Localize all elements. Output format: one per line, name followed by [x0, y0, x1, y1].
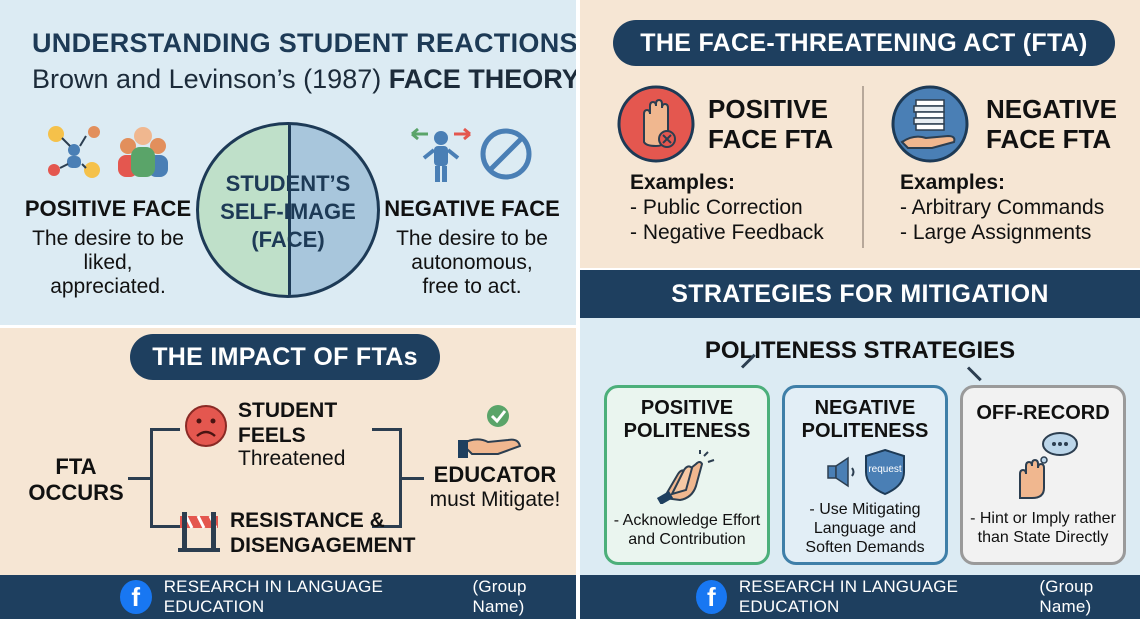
facebook-icon[interactable]: f — [696, 580, 727, 614]
resistance-line-1: RESISTANCE & — [230, 509, 385, 532]
autonomy-person-icon — [411, 127, 471, 182]
positive-politeness-heading: POSITIVE POLITENESS — [604, 397, 770, 443]
negative-politeness-heading: NEGATIVE POLITENESS — [782, 397, 948, 443]
fta-occurs-line-2: OCCURS — [28, 480, 124, 505]
negative-desc-line-3: free to act. — [422, 275, 522, 298]
hand-check-icon — [458, 405, 522, 458]
footer-right-label[interactable]: RESEARCH IN LANGUAGE EDUCATION — [738, 577, 959, 616]
resistance-label: RESISTANCE & DISENGAGEMENT — [230, 508, 416, 558]
positive-politeness-text: - Acknowledge Effort and Contribution — [604, 511, 770, 549]
footer-right-group: (Group Name) — [1039, 577, 1094, 616]
positive-desc-line-1: The desire to be — [32, 227, 184, 250]
subtitle-bold: FACE THEORY — [388, 64, 580, 94]
self-image-label: STUDENT’S SELF-IMAGE (FACE) — [196, 170, 380, 254]
footer-left-label[interactable]: RESEARCH IN LANGUAGE EDUCATION — [163, 577, 384, 616]
negative-fta-examples: Examples: - Arbitrary Commands - Large A… — [900, 170, 1104, 245]
negative-example-1: - Arbitrary Commands — [900, 196, 1105, 219]
negative-face-heading: NEGATIVE FACE — [384, 196, 560, 221]
request-badge: request — [868, 464, 902, 475]
speaker-low-volume-icon — [827, 456, 855, 488]
student-feels-line-1: STUDENT — [238, 399, 338, 422]
strategies-header-bar — [580, 270, 1140, 318]
threatened-label: Threatened — [238, 447, 346, 470]
fta-divider — [862, 86, 864, 248]
stop-hand-icon — [617, 85, 695, 163]
strategies-title: STRATEGIES FOR MITIGATION — [671, 280, 1049, 308]
thought-hand-icon — [1019, 432, 1078, 499]
card2-text-line-1: - Use Mitigating — [809, 501, 921, 518]
negative-politeness-text: - Use Mitigating Language and Soften Dem… — [782, 500, 948, 557]
positive-fta-heading: POSITIVE FACE FTA — [708, 94, 833, 154]
clapping-hands-icon — [656, 450, 715, 504]
positive-example-1: - Public Correction — [630, 196, 803, 219]
card2-heading-line-2: POLITENESS — [801, 420, 929, 442]
negative-fta-heading: NEGATIVE FACE FTA — [986, 94, 1117, 154]
center-gutter — [576, 0, 580, 619]
subtitle-plain: Brown and Levinson’s (1987) — [32, 64, 382, 94]
right-bracket — [372, 428, 402, 528]
prohibited-icon — [480, 128, 532, 180]
face-theory-subtitle: Brown and Levinson’s (1987) FACE THEORY — [32, 64, 580, 95]
connector-left-stub — [128, 477, 150, 480]
left-bracket — [150, 428, 180, 528]
fta-title: THE FACE-THREATENING ACT (FTA) — [613, 20, 1115, 66]
footer-right: f RESEARCH IN LANGUAGE EDUCATION (Group … — [580, 575, 1140, 619]
face-theory-title: UNDERSTANDING STUDENT REACTIONS: — [32, 28, 588, 58]
circle-line-1: STUDENT’S — [225, 171, 351, 196]
card2-text-line-3: Soften Demands — [805, 539, 925, 556]
card3-text-line-1: - Hint or Imply rather — [970, 510, 1116, 527]
fta-occurs-label: FTA OCCURS — [24, 454, 128, 506]
card1-text-line-2: and Contribution — [628, 531, 746, 548]
educator-label: EDUCATOR — [433, 462, 557, 487]
negative-fta-line-1: NEGATIVE — [986, 94, 1117, 124]
politeness-strategies-title: POLITENESS STRATEGIES — [704, 337, 1016, 364]
social-network-icon — [48, 126, 100, 178]
negative-desc-line-1: The desire to be — [396, 227, 548, 250]
facebook-icon[interactable]: f — [120, 580, 152, 614]
positive-fta-line-2: FACE FTA — [708, 124, 834, 154]
card3-text-line-2: than State Directly — [977, 529, 1109, 546]
positive-face-heading: POSITIVE FACE — [24, 196, 192, 221]
positive-desc-line-3: appreciated. — [50, 275, 166, 298]
negative-examples-label: Examples: — [900, 171, 1006, 194]
footer-left: f RESEARCH IN LANGUAGE EDUCATION (Group … — [0, 575, 576, 619]
positive-fta-line-1: POSITIVE — [708, 94, 828, 124]
card1-text-line-1: - Acknowledge Effort — [613, 512, 761, 529]
positive-fta-examples: Examples: - Public Correction - Negative… — [630, 170, 824, 245]
card1-heading-line-1: POSITIVE — [640, 397, 734, 419]
positive-face-desc: The desire to be liked, appreciated. — [20, 227, 196, 299]
positive-desc-line-2: liked, — [83, 251, 133, 274]
card2-heading-line-1: NEGATIVE — [814, 397, 916, 419]
circle-divider — [288, 125, 291, 295]
student-feels-line-2: FEELS — [238, 424, 306, 447]
negative-face-desc: The desire to be autonomous, free to act… — [384, 227, 560, 299]
card2-text-line-2: Language and — [813, 520, 917, 537]
student-feels-label: STUDENT FEELS — [238, 398, 337, 448]
negative-desc-line-2: autonomous, — [411, 251, 533, 274]
card1-heading-line-2: POLITENESS — [623, 420, 751, 442]
resistance-line-2: DISENGAGEMENT — [230, 534, 416, 557]
sad-face-icon — [185, 405, 227, 447]
shield-icon — [865, 448, 905, 496]
negative-fta-line-2: FACE FTA — [986, 124, 1112, 154]
positive-example-2: - Negative Feedback — [630, 221, 824, 244]
impact-title: THE IMPACT OF FTAs — [130, 334, 440, 380]
connector-right-stub — [402, 477, 424, 480]
circle-line-2: SELF-IMAGE — [220, 199, 356, 224]
fta-occurs-line-1: FTA — [55, 454, 97, 479]
off-record-text: - Hint or Imply rather than State Direct… — [960, 509, 1126, 547]
negative-politeness-card — [782, 385, 948, 565]
stacked-papers-hand-icon — [891, 85, 969, 163]
circle-line-3: (FACE) — [251, 227, 325, 252]
self-image-circle — [196, 122, 380, 298]
group-people-icon — [118, 127, 168, 177]
footer-left-group: (Group Name) — [472, 577, 527, 616]
must-mitigate-label: must Mitigate! — [429, 488, 561, 511]
negative-example-2: - Large Assignments — [900, 221, 1092, 244]
positive-examples-label: Examples: — [630, 171, 736, 194]
off-record-heading: OFF-RECORD — [976, 402, 1110, 424]
barrier-icon — [178, 512, 220, 552]
